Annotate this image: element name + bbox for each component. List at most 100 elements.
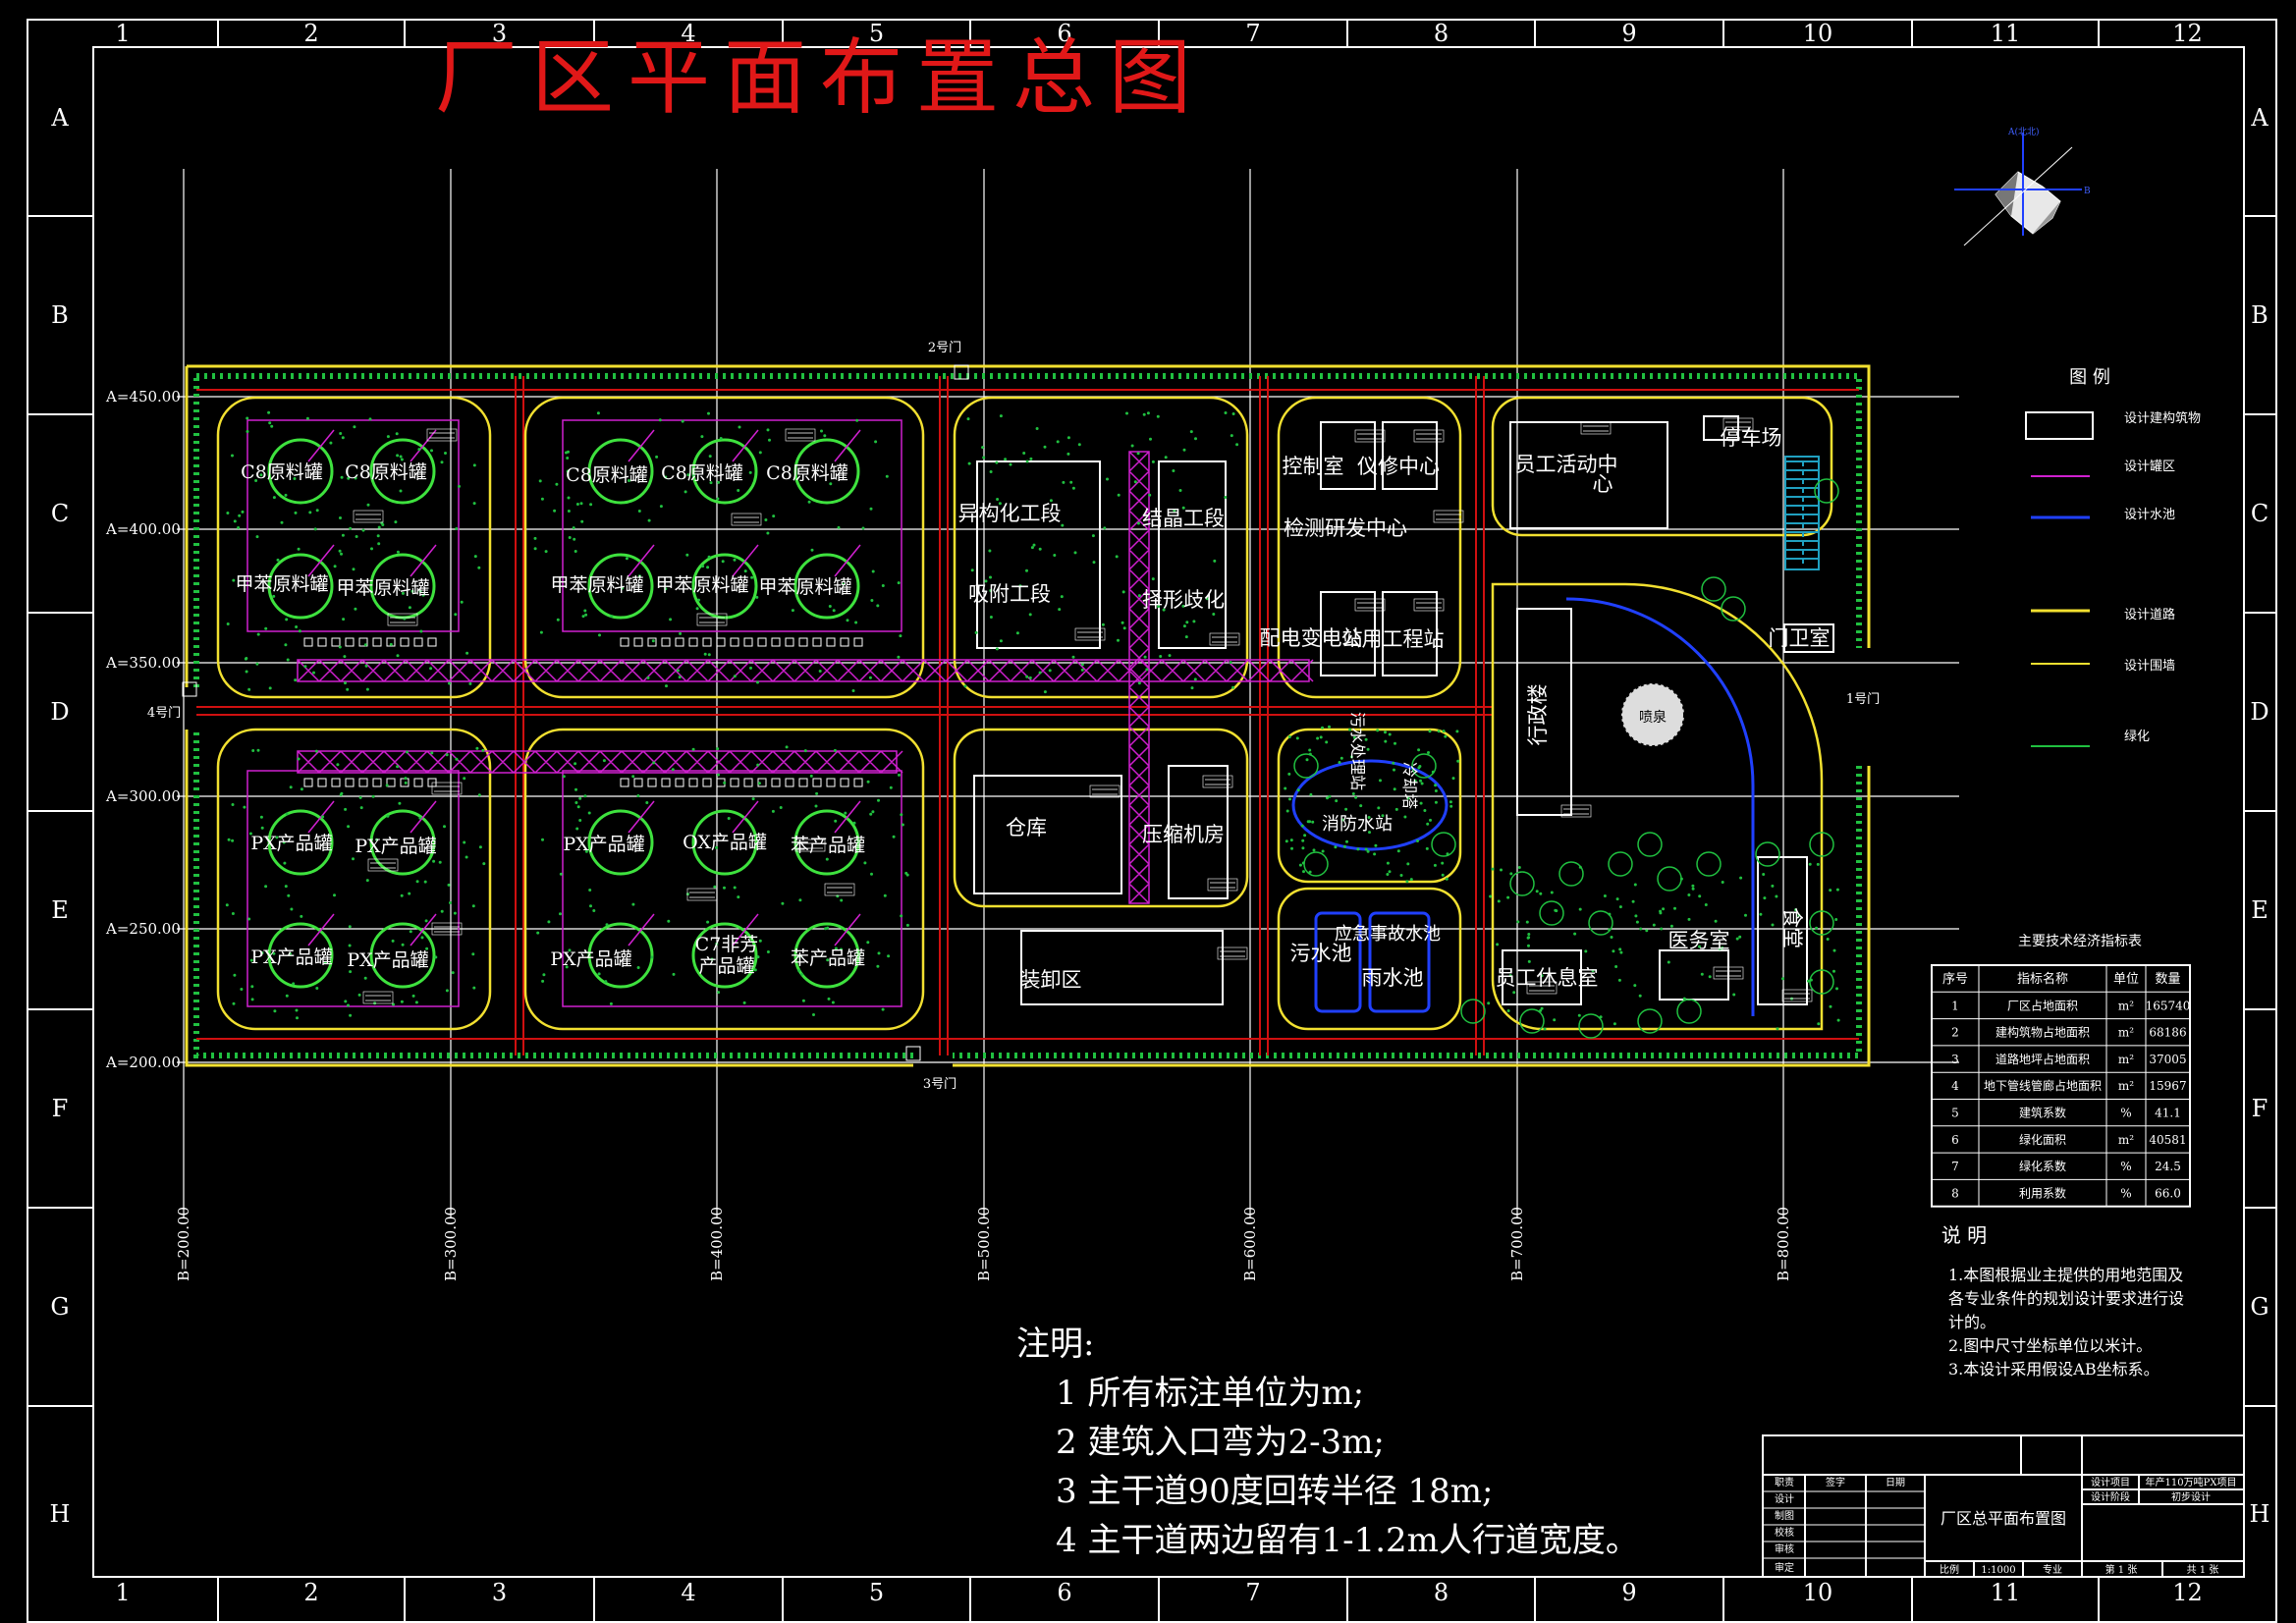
- shrub-dot: [241, 510, 245, 514]
- b-coordinate-label: B=300.00: [442, 1207, 460, 1281]
- shrub-dot: [1691, 884, 1695, 888]
- buildings: [973, 415, 1834, 1005]
- shrub-dot: [981, 446, 985, 450]
- shrub-dot: [743, 569, 747, 573]
- shrub-dot: [1018, 584, 1022, 588]
- shrub-dot: [443, 825, 446, 829]
- shrub-dot: [1145, 668, 1149, 672]
- shrub-dot: [285, 618, 289, 622]
- tank-leader: [834, 544, 861, 577]
- shrub-dot: [636, 966, 640, 969]
- shrub-dot: [750, 575, 754, 579]
- shrub-dot: [536, 931, 540, 935]
- shrub-dot: [1669, 924, 1673, 928]
- frame-row-label: A: [2250, 104, 2269, 132]
- coordinate-tag: [1413, 429, 1445, 443]
- shrub-dot: [473, 555, 477, 559]
- shrub-dot: [863, 861, 867, 865]
- shrub-dot: [244, 657, 247, 661]
- shrub-dot: [1366, 747, 1370, 751]
- shrub-dot: [1613, 1022, 1616, 1026]
- tank-leader: [307, 913, 335, 947]
- pump-box: [757, 637, 767, 647]
- pump-box: [372, 637, 382, 647]
- shrub-dot: [225, 903, 229, 907]
- shrub-dot: [401, 943, 405, 947]
- indicator-cell: m²: [2118, 999, 2134, 1012]
- shrub-dot: [247, 917, 251, 921]
- shrub-dot: [610, 615, 614, 618]
- shrub-dot: [881, 1007, 885, 1011]
- svg-text:员工活动中: 员工活动中: [1515, 453, 1618, 476]
- shrub-dot: [463, 840, 466, 844]
- shrub-dot: [876, 604, 880, 608]
- shrub-dot: [315, 987, 319, 990]
- tank-circle: [793, 922, 860, 989]
- tank-circle: [267, 922, 334, 989]
- indicator-cell: 道路地坪占地面积: [1995, 1052, 2090, 1066]
- indicator-cell: 24.5: [2155, 1160, 2181, 1173]
- explanation: 说 明 1.本图根据业主提供的用地范围及 各专业条件的规划设计要求进行设 计的。…: [1941, 1223, 2184, 1379]
- shrub-dot: [1352, 735, 1356, 739]
- shrub-dot: [1635, 920, 1639, 924]
- shrub-dot: [1373, 852, 1377, 856]
- pump-box: [675, 778, 684, 787]
- svg-text:PX产品罐: PX产品罐: [250, 833, 332, 854]
- coordinate-tag: [362, 991, 394, 1004]
- shrub-dot: [1235, 443, 1239, 447]
- explanation-line-0: 1.本图根据业主提供的用地范围及: [1948, 1266, 2183, 1284]
- shrub-dot: [669, 618, 673, 622]
- a-coordinate-label: A=350.00: [105, 654, 181, 672]
- tank-leader: [834, 913, 861, 947]
- shrub-dot: [1367, 816, 1371, 819]
- shrub-dot: [659, 505, 663, 509]
- indicator-cell: 37005: [2149, 1053, 2186, 1066]
- shrub-dot: [451, 971, 455, 975]
- frame-row-label: C: [2251, 500, 2269, 527]
- shrub-dot: [268, 686, 272, 690]
- shrub-dot: [636, 794, 640, 797]
- shrub-dot: [717, 480, 721, 484]
- indicator-cell: m²: [2118, 1026, 2134, 1040]
- shrub-dot: [294, 678, 298, 682]
- shrub-dot: [272, 594, 276, 598]
- shrub-dot: [1061, 523, 1065, 527]
- shrub-dot: [1213, 559, 1217, 563]
- pump-box: [675, 637, 684, 647]
- shrub-dot: [877, 951, 881, 955]
- shrub-dot: [733, 675, 737, 678]
- shrub-dot: [753, 968, 757, 972]
- shrub-dot: [604, 980, 608, 984]
- shrub-dot: [1527, 933, 1531, 936]
- shrub-dot: [621, 586, 624, 590]
- shrub-dot: [766, 428, 770, 432]
- shrub-dot: [238, 514, 242, 517]
- shrub-dot: [288, 951, 292, 955]
- shrub-dot: [1374, 843, 1378, 847]
- shrub-dot: [399, 489, 403, 493]
- shrub-dot: [1456, 759, 1460, 763]
- indicator-cell: m²: [2118, 1053, 2134, 1066]
- svg-text:停车场: 停车场: [1721, 426, 1782, 450]
- shrub-dot: [1308, 748, 1312, 752]
- shrub-dot: [458, 484, 461, 488]
- fountain-plaza: 喷泉: [1620, 682, 1685, 747]
- shrub-dot: [1419, 801, 1423, 805]
- shrub-dot: [733, 558, 737, 562]
- frame-row-label: D: [50, 698, 69, 726]
- shrub-dot: [1673, 906, 1676, 910]
- shrub-dot: [409, 930, 412, 934]
- shrub-dot: [285, 994, 289, 998]
- shrub-dot: [567, 510, 571, 513]
- pump-box: [771, 778, 781, 787]
- indicator-cell: m²: [2118, 1079, 2134, 1093]
- shrub-dot: [1525, 920, 1529, 924]
- shrub-dot: [472, 463, 476, 467]
- shrub-dot: [1384, 730, 1387, 734]
- svg-text:1号门: 1号门: [1846, 692, 1880, 707]
- shrub-dot: [1506, 1009, 1510, 1012]
- shrub-dot: [1386, 873, 1390, 876]
- tree: [1701, 576, 1726, 602]
- shrub-dot: [347, 476, 351, 480]
- tree: [1460, 999, 1486, 1024]
